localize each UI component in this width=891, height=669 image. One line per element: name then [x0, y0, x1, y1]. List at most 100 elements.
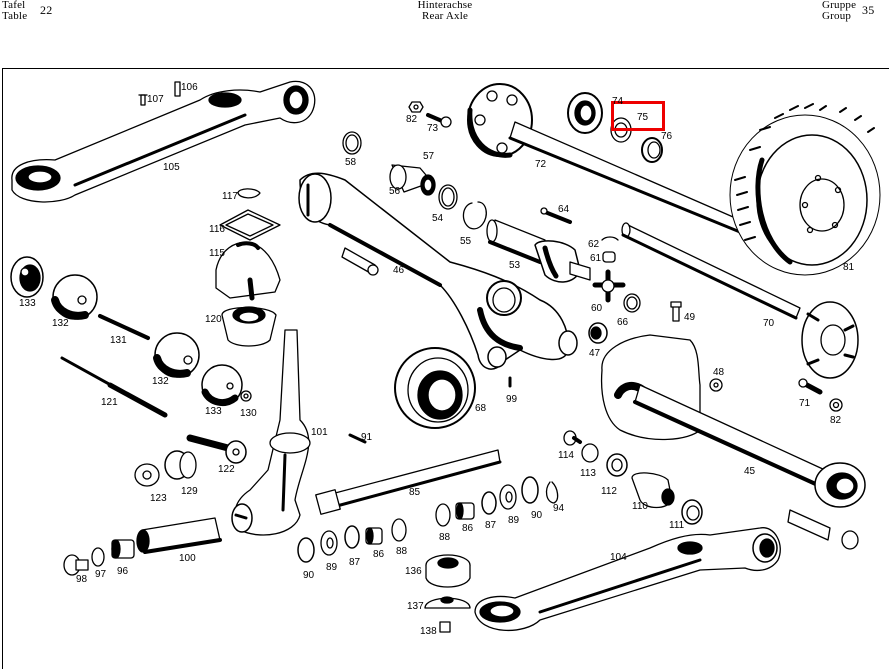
part-label-98[interactable]: 98: [76, 574, 88, 585]
part-label-96[interactable]: 96: [117, 566, 129, 577]
part-label-111[interactable]: 111: [669, 520, 685, 531]
seal-111-icon: [681, 499, 703, 525]
bushing-132a-icon: [51, 274, 98, 320]
part-label-114[interactable]: 114: [558, 450, 574, 461]
part-label-110[interactable]: 110: [632, 501, 648, 512]
part-label-53[interactable]: 53: [509, 260, 521, 271]
part-label-112[interactable]: 112: [601, 486, 617, 497]
part-label-82b[interactable]: 82: [830, 415, 842, 426]
part-label-90a[interactable]: 90: [531, 510, 543, 521]
part-label-87a[interactable]: 87: [485, 520, 497, 531]
trailing-arm-upper-icon: [11, 80, 316, 203]
part-label-117[interactable]: 117: [222, 191, 238, 202]
part-label-133b[interactable]: 133: [205, 406, 222, 417]
part-label-81[interactable]: 81: [843, 262, 855, 273]
part-label-46[interactable]: 46: [393, 265, 405, 276]
part-label-57[interactable]: 57: [423, 151, 435, 162]
part-label-94[interactable]: 94: [553, 503, 565, 514]
part-label-120[interactable]: 120: [205, 314, 222, 325]
part-label-116[interactable]: 116: [209, 224, 225, 235]
part-label-133a[interactable]: 133: [19, 298, 36, 309]
shaft-85-icon: [315, 449, 502, 515]
part-label-107[interactable]: 107: [147, 94, 164, 105]
part-label-90b[interactable]: 90: [303, 570, 315, 581]
part-label-55[interactable]: 55: [460, 236, 472, 247]
pin-91-icon: [348, 433, 367, 444]
part-label-73[interactable]: 73: [427, 123, 439, 134]
part-label-75[interactable]: 75: [637, 112, 649, 123]
part-label-76[interactable]: 76: [661, 131, 673, 142]
part-label-121[interactable]: 121: [101, 397, 118, 408]
part-label-138[interactable]: 138: [420, 626, 437, 637]
part-label-105[interactable]: 105: [163, 162, 180, 173]
part-label-60[interactable]: 60: [591, 303, 603, 314]
sleeve-110-icon: [631, 472, 675, 509]
rod-121-icon: [60, 356, 168, 418]
part-label-131[interactable]: 131: [110, 335, 127, 346]
part-label-61[interactable]: 61: [590, 253, 602, 264]
part-label-85[interactable]: 85: [409, 487, 421, 498]
part-label-89b[interactable]: 89: [326, 562, 338, 573]
ring-112-icon: [606, 453, 628, 477]
part-label-122[interactable]: 122: [218, 464, 235, 475]
part-label-132a[interactable]: 132: [52, 318, 69, 329]
part-label-54[interactable]: 54: [432, 213, 444, 224]
part-label-113[interactable]: 113: [580, 468, 596, 479]
part-label-87b[interactable]: 87: [349, 557, 361, 568]
part-label-74[interactable]: 74: [612, 96, 624, 107]
washer-113-icon: [581, 443, 599, 463]
part-label-101[interactable]: 101: [311, 427, 328, 438]
table-number: 22: [40, 3, 53, 17]
washer-97-icon: [91, 547, 105, 567]
cup-120-icon: [221, 306, 277, 347]
bushing-86b-icon: [365, 527, 383, 545]
part-label-97[interactable]: 97: [95, 569, 107, 580]
part-label-123[interactable]: 123: [150, 493, 167, 504]
seal-87a-icon: [481, 491, 497, 515]
diff-housing-45-icon: [600, 334, 866, 550]
part-label-70[interactable]: 70: [763, 318, 775, 329]
part-label-88a[interactable]: 88: [439, 532, 451, 543]
part-label-132b[interactable]: 132: [152, 376, 169, 387]
part-label-45[interactable]: 45: [744, 466, 756, 477]
part-label-49[interactable]: 49: [684, 312, 696, 323]
part-label-48[interactable]: 48: [713, 367, 725, 378]
part-label-137[interactable]: 137: [407, 601, 424, 612]
bushing-47-icon: [588, 322, 608, 344]
part-label-86b[interactable]: 86: [373, 549, 385, 560]
part-label-136[interactable]: 136: [405, 566, 422, 577]
washer-88a-icon: [435, 503, 451, 527]
part-label-64[interactable]: 64: [558, 204, 570, 215]
axle-housing-46-icon: [298, 172, 578, 370]
circlip-55-icon: [462, 201, 487, 230]
nut-48-icon: [709, 378, 723, 392]
cap-137-icon: [424, 596, 471, 609]
spindle-101-icon: [231, 329, 311, 536]
cap-133b-icon: [201, 364, 243, 407]
part-label-56[interactable]: 56: [389, 186, 401, 197]
part-label-129[interactable]: 129: [181, 486, 198, 497]
part-label-82a[interactable]: 82: [406, 114, 418, 125]
buffer-115-icon: [215, 241, 281, 301]
bolt-106-icon: [174, 81, 181, 97]
part-label-72[interactable]: 72: [535, 159, 547, 170]
part-label-89a[interactable]: 89: [508, 515, 520, 526]
part-label-58[interactable]: 58: [345, 157, 357, 168]
part-label-68[interactable]: 68: [475, 403, 487, 414]
part-label-104[interactable]: 104: [610, 552, 627, 563]
part-label-71[interactable]: 71: [799, 398, 811, 409]
part-label-86a[interactable]: 86: [462, 523, 474, 534]
part-label-115[interactable]: 115: [209, 248, 225, 259]
part-label-99[interactable]: 99: [506, 394, 518, 405]
washer-89a-icon: [499, 484, 517, 510]
part-label-106[interactable]: 106: [181, 82, 198, 93]
part-label-47[interactable]: 47: [589, 348, 601, 359]
group-label: Gruppe Group: [822, 0, 856, 22]
part-label-100[interactable]: 100: [179, 553, 196, 564]
part-label-88b[interactable]: 88: [396, 546, 408, 557]
part-label-62[interactable]: 62: [588, 239, 600, 250]
part-label-91[interactable]: 91: [361, 432, 373, 443]
part-label-66[interactable]: 66: [617, 317, 629, 328]
part-label-130[interactable]: 130: [240, 408, 257, 419]
